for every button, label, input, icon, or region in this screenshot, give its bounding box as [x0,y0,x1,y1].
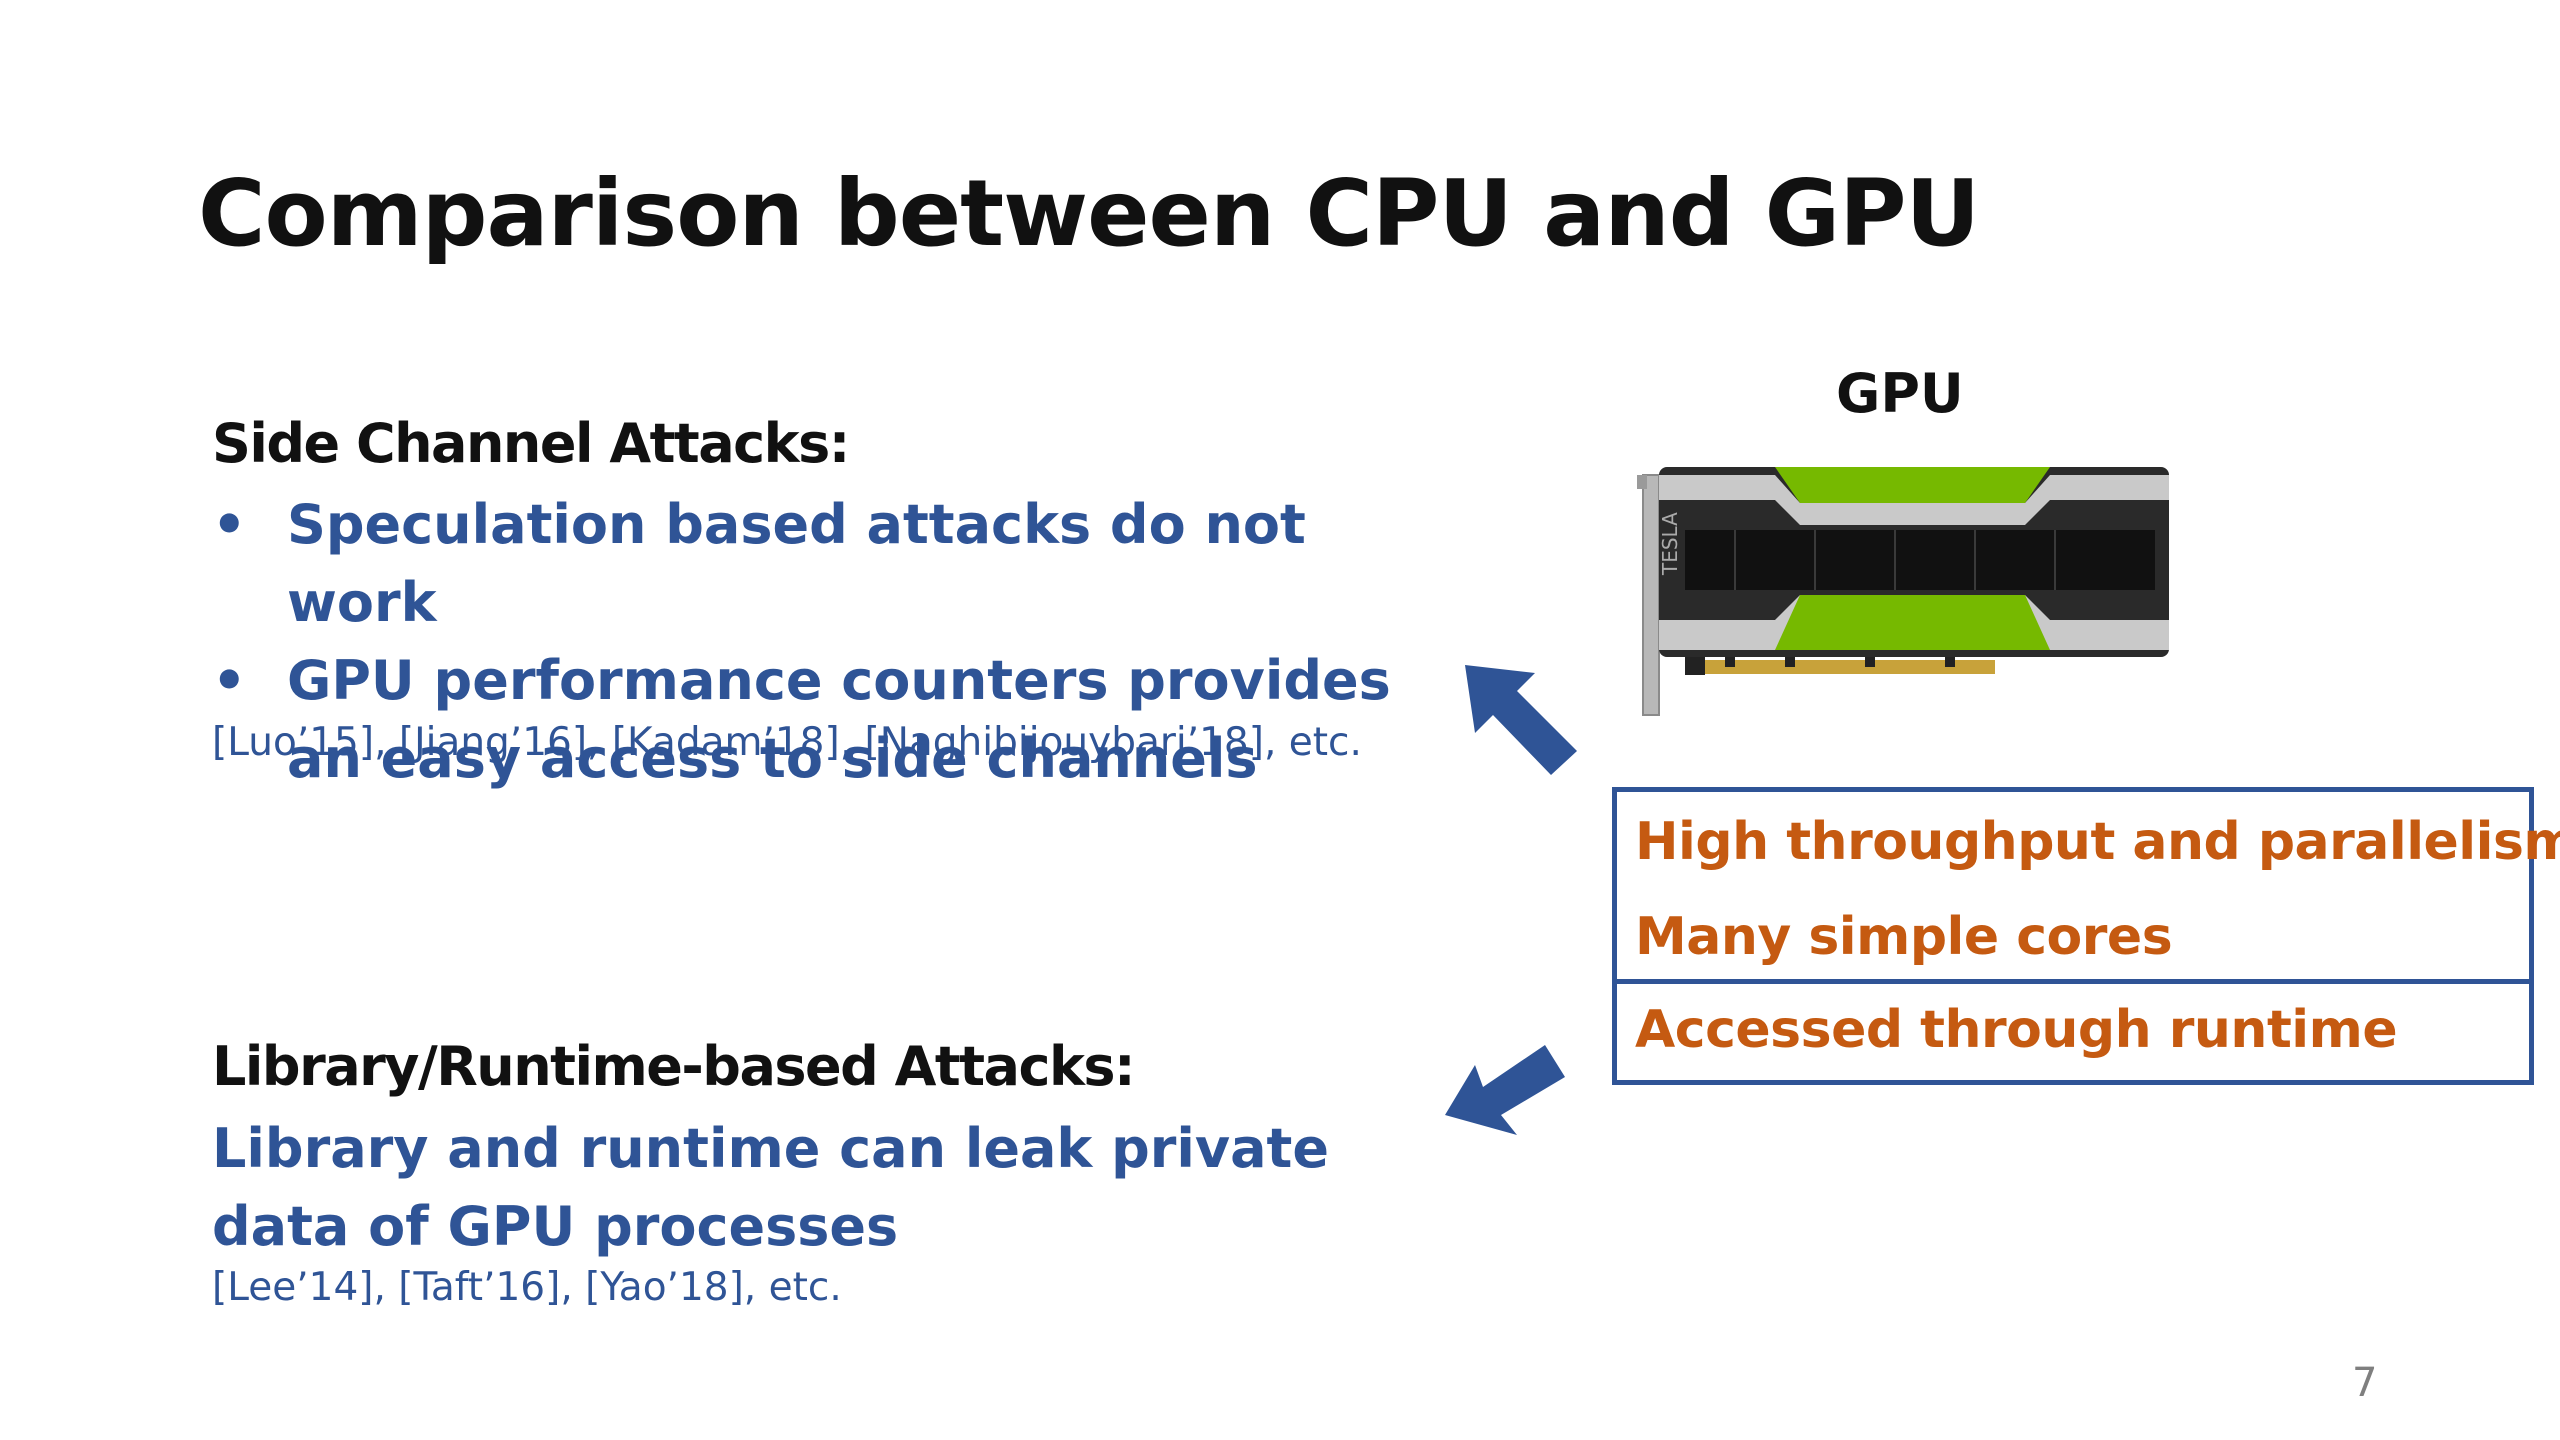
gpu-brand-text: TESLA [1658,512,1682,576]
bullet-dot: • [212,493,247,556]
property-throughput: High throughput and parallelism [1635,812,2560,872]
bullet-dot: • [212,649,247,712]
arrow-down-left-icon [1445,1045,1565,1135]
gpu-label: GPU [1836,362,1964,425]
page-number: 7 [2352,1360,2378,1406]
gpu-card-image: TESLA [1637,467,2169,716]
box-divider [1617,979,2529,984]
side-channel-heading: Side Channel Attacks: [212,412,850,475]
side-channel-references: [Luo’15], [Jiang’16], [Kadam’18], [Naghi… [212,720,1362,765]
library-heading: Library/Runtime-based Attacks: [212,1035,1136,1098]
slide-title: Comparison between CPU and GPU [198,160,1980,267]
bullet-text: Speculation based attacks do not work [287,493,1306,634]
gpu-properties-box: High throughput and parallelism Many sim… [1612,787,2560,1085]
side-channel-bullets: • Speculation based attacks do not work … [212,486,1472,798]
library-body: Library and runtime can leak private dat… [212,1117,1329,1258]
arrow-up-left-icon [1465,665,1577,775]
library-references: [Lee’14], [Taft’16], [Yao’18], etc. [212,1265,842,1310]
bullet-item: • Speculation based attacks do not work [212,486,1472,642]
bullet-item: • GPU performance counters provides an e… [212,642,1472,798]
property-simple-cores: Many simple cores [1635,907,2173,967]
property-runtime-access: Accessed through runtime [1635,1000,2398,1060]
bullet-text: GPU performance counters provides an eas… [287,649,1391,790]
